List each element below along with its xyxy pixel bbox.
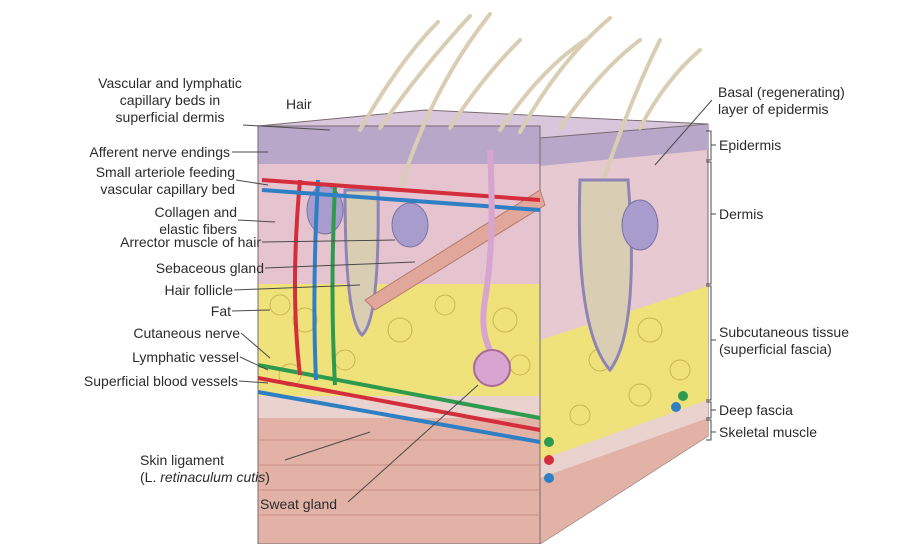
label-dermis: Dermis <box>719 206 763 223</box>
sweat-gland-coil <box>474 350 510 386</box>
front-skeletal-muscle <box>258 418 540 544</box>
latin-suffix: ) <box>265 469 270 485</box>
label-skin-ligament: Skin ligament (L. retinaculum cutis) <box>140 452 270 486</box>
label-sebaceous-gland: Sebaceous gland <box>156 260 264 277</box>
label-hair: Hair <box>286 96 312 113</box>
label-line: Skin ligament <box>140 452 270 469</box>
label-line: layer of epidermis <box>718 101 845 118</box>
label-skeletal-muscle: Skeletal muscle <box>719 424 817 441</box>
label-line: Collagen and <box>154 204 237 221</box>
label-line: Vascular and lymphatic <box>80 75 260 92</box>
label-line: (L. retinaculum cutis) <box>140 469 270 486</box>
label-arrector-muscle: Arrector muscle of hair <box>120 234 261 251</box>
label-afferent-nerve-endings: Afferent nerve endings <box>89 144 230 161</box>
label-line: Small arteriole feeding <box>96 164 235 181</box>
latin-prefix: (L. <box>140 469 160 485</box>
label-cutaneous-nerve: Cutaneous nerve <box>133 325 240 342</box>
label-line: Subcutaneous tissue <box>719 324 849 341</box>
label-deep-fascia: Deep fascia <box>719 402 793 419</box>
label-line: capillary beds in <box>80 92 260 109</box>
label-superficial-blood-vessels: Superficial blood vessels <box>84 373 238 390</box>
label-epidermis: Epidermis <box>719 137 781 154</box>
latin-term: retinaculum cutis <box>160 469 265 485</box>
label-sweat-gland: Sweat gland <box>260 496 337 513</box>
label-line: vascular capillary bed <box>96 181 235 198</box>
label-hair-follicle: Hair follicle <box>165 282 233 299</box>
label-vascular-capillary-beds: Vascular and lymphatic capillary beds in… <box>80 75 260 126</box>
label-collagen-fibers: Collagen and elastic fibers <box>154 204 237 238</box>
label-basal-layer: Basal (regenerating) layer of epidermis <box>718 84 845 118</box>
label-line: (superficial fascia) <box>719 341 849 358</box>
label-line: Basal (regenerating) <box>718 84 845 101</box>
label-lymphatic-vessel: Lymphatic vessel <box>132 349 239 366</box>
label-subcutaneous-tissue: Subcutaneous tissue (superficial fascia) <box>719 324 849 358</box>
label-fat: Fat <box>211 303 231 320</box>
label-line: superficial dermis <box>80 109 260 126</box>
front-epidermis <box>258 126 540 164</box>
label-small-arteriole: Small arteriole feeding vascular capilla… <box>96 164 235 198</box>
